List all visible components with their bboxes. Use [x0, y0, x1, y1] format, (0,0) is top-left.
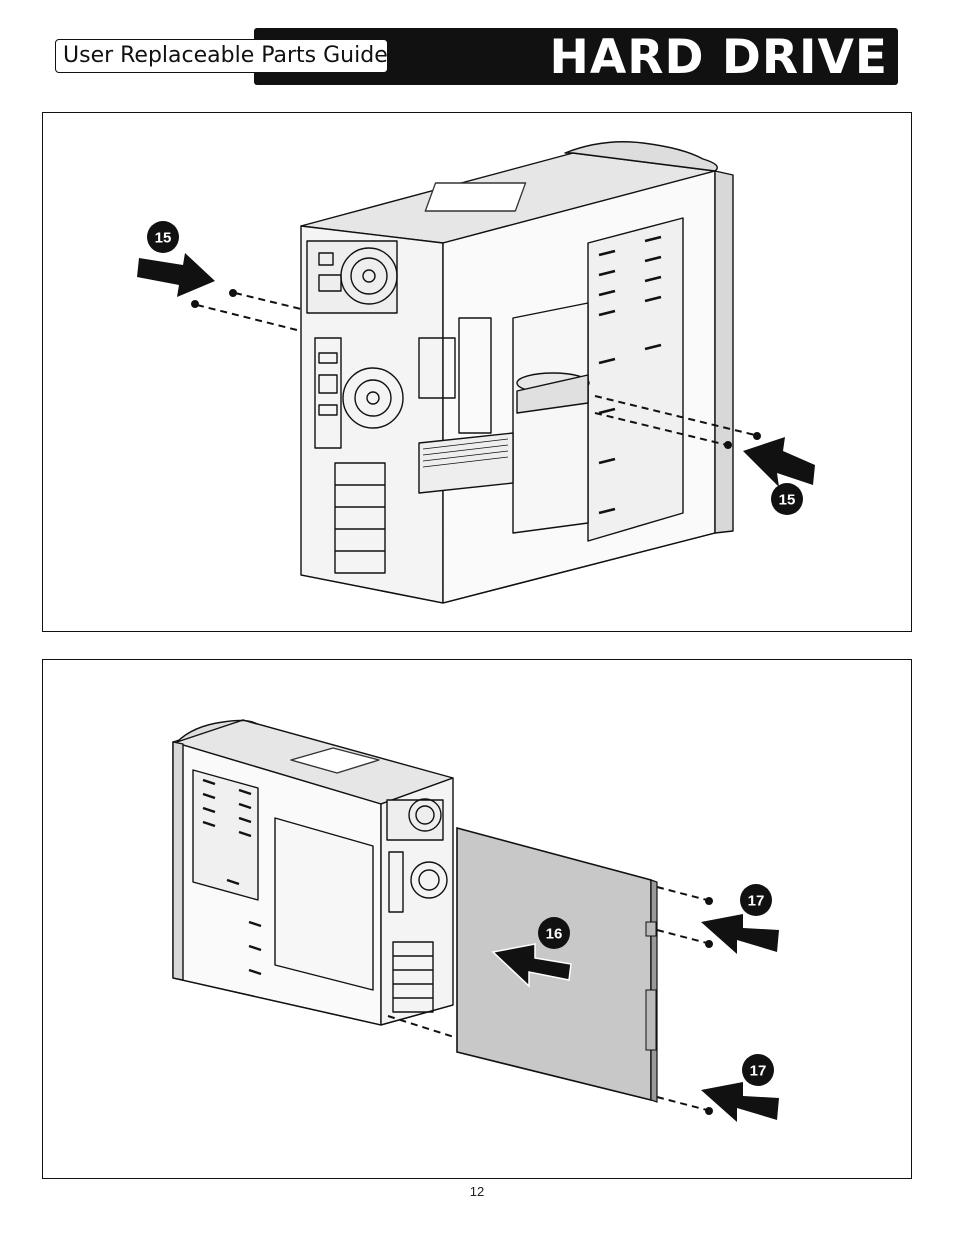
screw-icon — [192, 301, 199, 308]
figure-remove-side-panel: 16 17 17 — [42, 659, 912, 1179]
callout-step-16: 16 — [538, 917, 570, 949]
svg-text:17: 17 — [748, 893, 765, 910]
svg-text:15: 15 — [779, 492, 796, 509]
arrow-icon — [743, 437, 815, 487]
section-title: HARD DRIVE — [550, 26, 888, 90]
screw-icon — [725, 442, 732, 449]
screw-icon — [706, 898, 713, 905]
page-number: 12 — [0, 1184, 954, 1199]
callout-step-17: 17 — [740, 884, 772, 916]
arrow-icon — [701, 914, 779, 954]
svg-text:16: 16 — [546, 926, 563, 943]
callout-step-15: 15 — [771, 483, 803, 515]
guide-title: User Replaceable Parts Guide — [55, 39, 388, 73]
arrow-icon — [701, 1082, 779, 1122]
screw-icon — [706, 941, 713, 948]
screw-icon — [754, 433, 761, 440]
computer-tower-rear-illustration: 15 15 — [43, 113, 911, 631]
figure-remove-screws: 15 15 — [42, 112, 912, 632]
arrow-icon — [137, 253, 215, 297]
screw-icon — [230, 290, 237, 297]
screw-icon — [706, 1108, 713, 1115]
callout-step-17: 17 — [742, 1054, 774, 1086]
svg-text:17: 17 — [750, 1063, 767, 1080]
svg-text:15: 15 — [155, 230, 172, 247]
computer-tower-front-illustration: 16 17 17 — [43, 660, 911, 1178]
callout-step-15: 15 — [147, 221, 179, 253]
